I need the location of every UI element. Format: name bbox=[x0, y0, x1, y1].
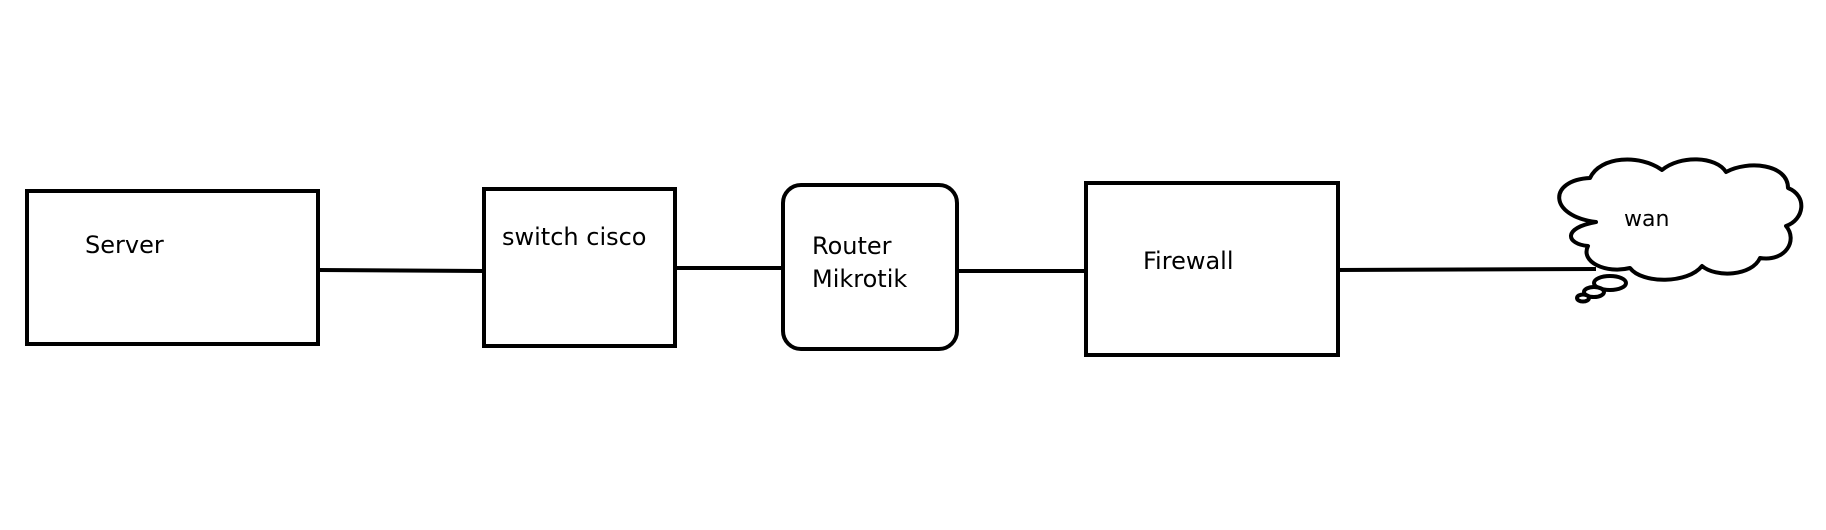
wan-label: wan bbox=[1624, 207, 1669, 232]
switch-node: switch cisco bbox=[482, 187, 677, 348]
firewall-node: Firewall bbox=[1084, 181, 1340, 357]
router-label-line1: Router bbox=[812, 232, 892, 260]
switch-label: switch cisco bbox=[502, 223, 647, 251]
firewall-box bbox=[1084, 181, 1340, 357]
link-firewall-wan bbox=[1335, 267, 1597, 272]
router-node: Router Mikrotik bbox=[781, 183, 959, 351]
router-label-line2: Mikrotik bbox=[812, 265, 907, 293]
server-label: Server bbox=[85, 231, 164, 259]
server-node: Server bbox=[25, 189, 320, 346]
router-box bbox=[781, 183, 959, 351]
server-box bbox=[25, 189, 320, 346]
switch-box bbox=[482, 187, 677, 348]
firewall-label: Firewall bbox=[1143, 247, 1234, 275]
wan-cloud-bubble-small bbox=[1575, 292, 1591, 304]
link-server-switch bbox=[317, 268, 485, 273]
wan-cloud-shape bbox=[1557, 157, 1804, 282]
wan-cloud-bubble-large bbox=[1592, 274, 1628, 292]
wan-node: wan bbox=[1557, 157, 1804, 304]
